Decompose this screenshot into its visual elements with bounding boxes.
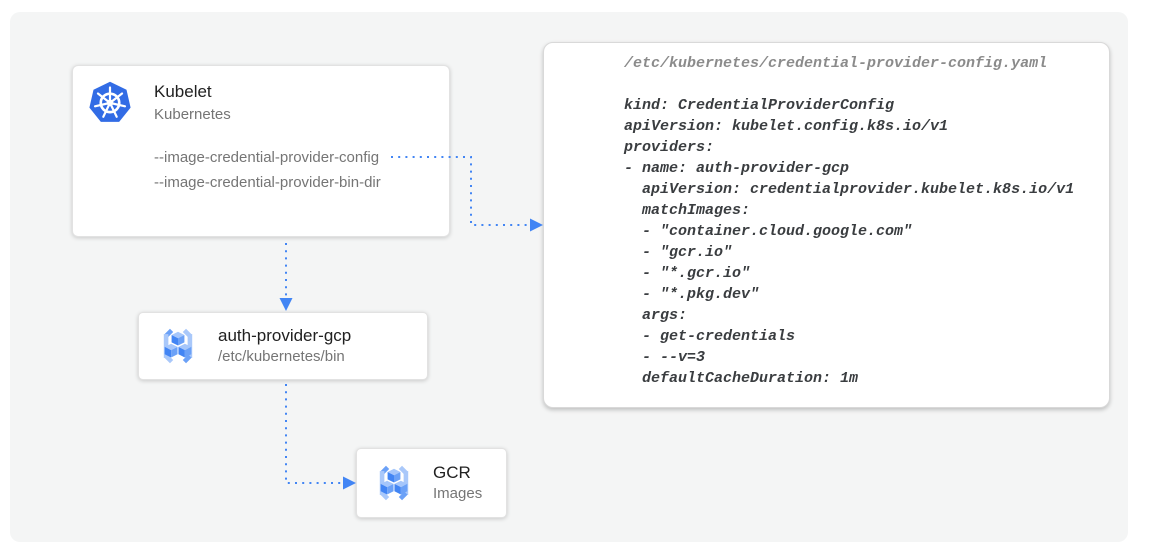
gcr-node-card: GCR Images	[356, 448, 507, 518]
credential-provider-config-panel: /etc/kubernetes/credential-provider-conf…	[543, 42, 1110, 408]
flag-image-credential-provider-config: --image-credential-provider-config	[154, 149, 380, 166]
kubelet-flags: --image-credential-provider-config --ima…	[154, 145, 381, 195]
kubelet-subtitle: Kubernetes	[154, 106, 231, 123]
auth-provider-subtitle: /etc/kubernetes/bin	[218, 348, 345, 365]
config-yaml-code: kind: CredentialProviderConfig apiVersio…	[624, 97, 1075, 387]
auth-provider-title: auth-provider-gcp	[218, 326, 352, 345]
gcr-cubes-icon	[369, 461, 419, 505]
auth-provider-header: auth-provider-gcp /etc/kubernetes/bin	[218, 325, 351, 367]
auth-provider-gcp-node-card: auth-provider-gcp /etc/kubernetes/bin	[138, 312, 428, 380]
config-file-path: /etc/kubernetes/credential-provider-conf…	[624, 55, 1048, 72]
gcr-title: GCR	[433, 463, 471, 482]
kubernetes-icon	[88, 80, 132, 129]
flag-image-credential-provider-bin-dir: --image-credential-provider-bin-dir	[154, 174, 381, 191]
gcr-cubes-icon	[153, 324, 203, 368]
kubelet-header: Kubelet Kubernetes	[154, 80, 231, 126]
gcr-subtitle: Images	[433, 485, 483, 502]
kubelet-node-card: Kubelet Kubernetes --image-credential-pr…	[72, 65, 450, 237]
gcr-header: GCR Images	[433, 462, 482, 504]
kubelet-title: Kubelet	[154, 82, 212, 101]
